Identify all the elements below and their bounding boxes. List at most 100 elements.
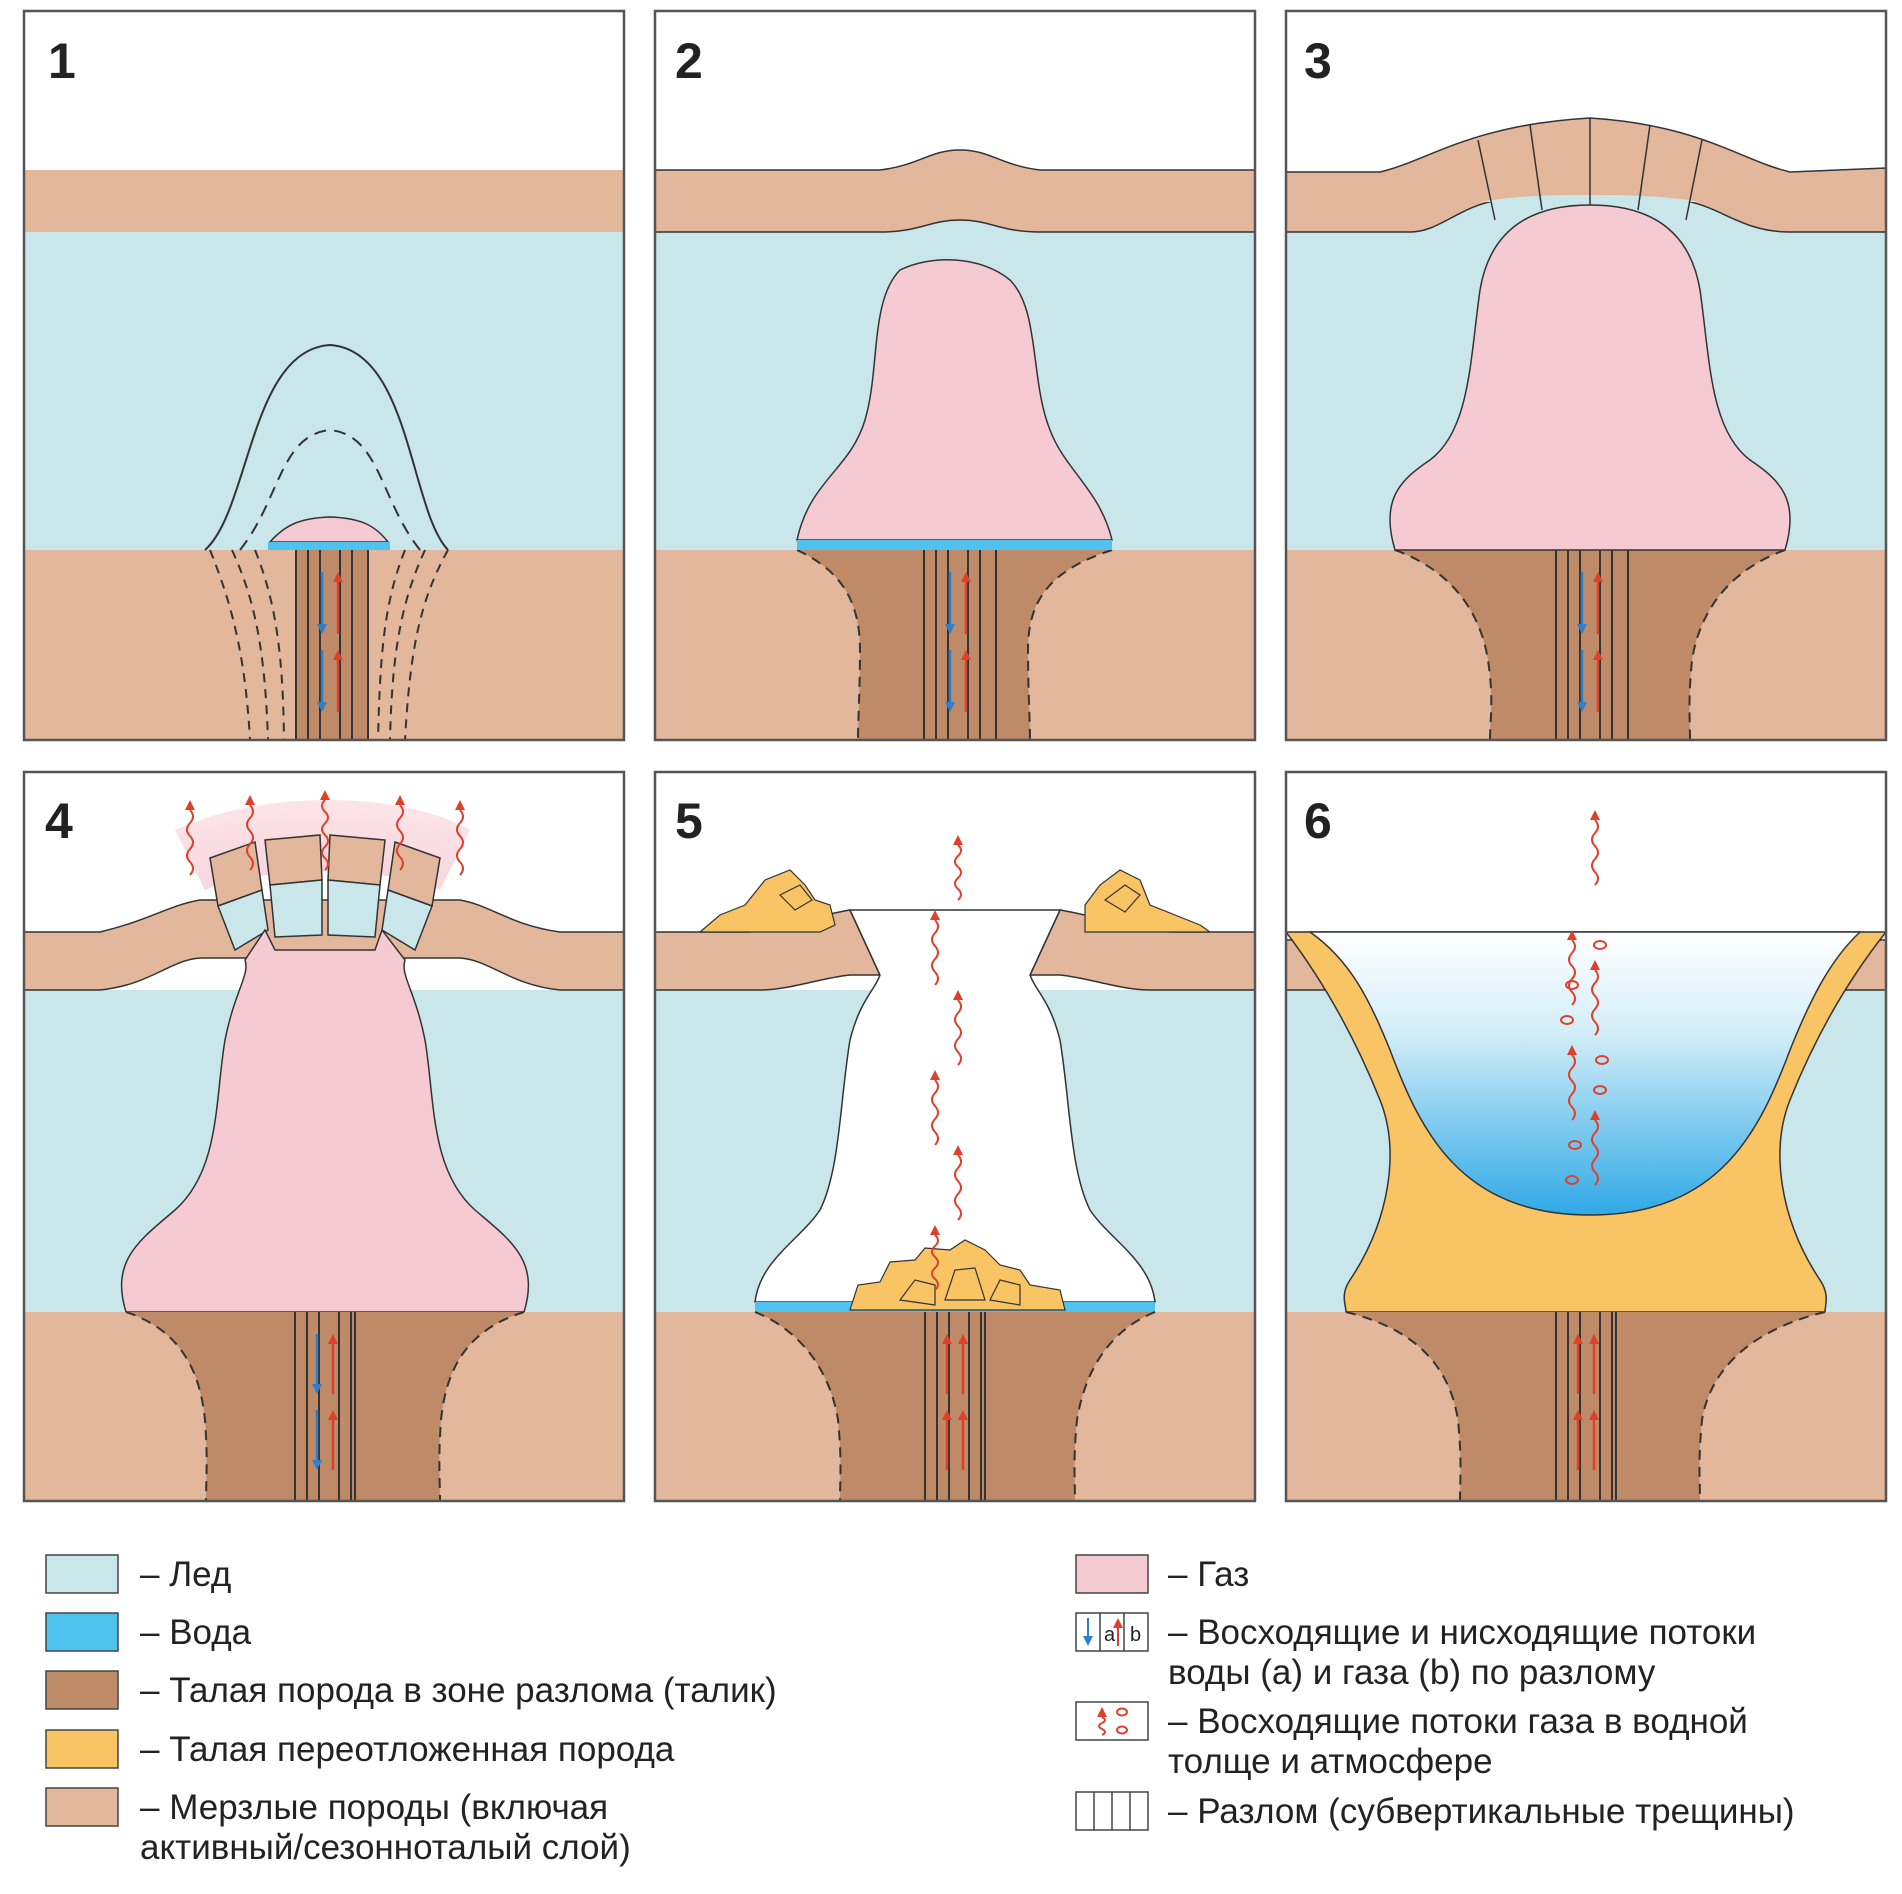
water-down-arrow-icon: [1083, 1618, 1093, 1646]
panel-number: 1: [48, 33, 76, 89]
talik-zone: [797, 550, 1112, 740]
talik-zone: [1395, 550, 1785, 740]
wavy-gas-arrow: [931, 919, 939, 986]
frozen-layer-top: [24, 170, 624, 232]
flow-label-a: a: [1104, 1624, 1116, 1646]
talik-growth-outlines: [209, 549, 449, 740]
gas-up-arrows: [1573, 1334, 1599, 1470]
frozen-layer-top: [1286, 117, 1886, 233]
panel-2: 2: [653, 9, 1257, 742]
talik-zone: [126, 1312, 524, 1501]
wavy-gas-arrow: [931, 1234, 939, 1291]
gas-bubble-icon: [1116, 1707, 1128, 1735]
panel-frame: [1284, 9, 1888, 742]
panel-number: 3: [1304, 33, 1332, 89]
fault-lines: [295, 550, 369, 740]
frozen-layer-top: [655, 149, 1255, 233]
gas-bubbles: [1560, 940, 1609, 1185]
panel-frame: [1284, 770, 1888, 1503]
legend: – Лед – Вода – Талая порода в зоне разло…: [45, 1554, 1795, 1867]
legend-swatch: [45, 1787, 119, 1827]
wavy-gas-arrow: [1568, 1054, 1576, 1121]
legend-swatch: [45, 1670, 119, 1710]
wavy-gas-arrow: [456, 809, 464, 876]
fault-lines: [924, 1312, 986, 1501]
frozen-layer-top: [24, 899, 624, 991]
legend-item-redeposited: – Талая переотложенная порода: [45, 1729, 675, 1769]
legend-label: активный/сезонноталый слой): [140, 1828, 631, 1867]
legend-item-gas-columns: – Восходящие потоки газа в водной толще …: [1075, 1701, 1748, 1781]
talik-zone: [755, 1312, 1155, 1501]
wavy-gas-arrow: [321, 799, 329, 871]
water-gas-flow-arrows: [945, 572, 971, 712]
gas-chamber: [796, 259, 1113, 541]
legend-item-ice: – Лед: [45, 1554, 231, 1594]
panel-frame: [22, 770, 626, 1503]
gas-escape-arrows: [185, 790, 465, 876]
wavy-gas-arrow: [396, 804, 404, 871]
panel-frame: [653, 770, 1257, 1503]
legend-label: – Мерзлые породы (включая: [140, 1788, 608, 1827]
wavy-gas-arrow: [1591, 819, 1599, 886]
panel-number: 4: [45, 793, 73, 849]
crater-void: [754, 909, 1156, 1303]
legend-label: – Лед: [140, 1555, 231, 1594]
gas-lens: [268, 516, 390, 543]
panel-5: 5: [653, 770, 1257, 1503]
gas-escape-arrows: [1567, 810, 1600, 1186]
panel-number: 5: [675, 793, 703, 849]
fault-lines: [294, 1312, 356, 1501]
wavy-gas-arrow: [1568, 939, 1576, 1006]
ice-layer: [24, 232, 624, 550]
water-gas-flow-arrows: [312, 1334, 338, 1470]
legend-swatch: [45, 1612, 119, 1652]
gas-escape-arrows: [930, 835, 963, 1291]
panel-frame: [653, 9, 1257, 742]
legend-label: – Разлом (субвертикальные трещины): [1168, 1792, 1795, 1831]
legend-item-fault: – Разлом (субвертикальные трещины): [1075, 1791, 1795, 1831]
panel-number: 2: [675, 33, 703, 89]
panel-4: 4: [22, 770, 626, 1503]
panel-number: 6: [1304, 793, 1332, 849]
legend-label: – Талая переотложенная порода: [140, 1730, 675, 1769]
legend-label: – Газ: [1168, 1555, 1249, 1594]
wavy-gas-arrow: [954, 844, 962, 901]
gas-chamber: [1389, 204, 1791, 551]
legend-item-frozen: – Мерзлые породы (включая активный/сезон…: [45, 1787, 631, 1867]
panel-frame: [22, 9, 626, 742]
talik-column: [296, 550, 368, 740]
legend-swatch: [45, 1729, 119, 1769]
wavy-gas-arrow: [1591, 969, 1599, 1036]
gas-wave-arrow-icon: [1097, 1707, 1107, 1736]
legend-swatch: [45, 1554, 119, 1594]
gas-chamber: [120, 928, 530, 1313]
legend-label: – Восходящие и нисходящие потоки: [1168, 1613, 1756, 1652]
rock-debris-pile: [849, 1239, 1066, 1311]
legend-swatch: [1075, 1701, 1149, 1741]
water-gas-flow-arrows: [317, 572, 343, 712]
wavy-gas-arrow: [1098, 1716, 1106, 1736]
wavy-gas-arrow: [246, 804, 254, 871]
fault-cracks: [1477, 118, 1703, 221]
legend-item-fault-flows: a b – Восходящие и нисходящие потоки вод…: [1075, 1612, 1756, 1692]
rock-debris-left: [698, 869, 836, 933]
wavy-gas-arrow: [931, 1079, 939, 1146]
wavy-gas-arrow: [954, 1154, 962, 1221]
talik-zone: [1346, 1312, 1825, 1501]
rock-debris-right: [1084, 869, 1212, 933]
water-gas-flow-arrows: [1577, 572, 1603, 712]
legend-item-gas: – Газ: [1075, 1554, 1249, 1594]
legend-label: – Вода: [140, 1613, 252, 1652]
wavy-gas-arrow: [186, 809, 194, 876]
flow-label-b: b: [1130, 1624, 1141, 1646]
panel-3: 3: [1284, 9, 1888, 742]
legend-label: – Талая порода в зоне разлома (талик): [140, 1671, 777, 1710]
legend-swatch: [1075, 1554, 1149, 1594]
wavy-gas-arrow: [954, 999, 962, 1066]
gas-up-arrow-icon: [1113, 1618, 1123, 1646]
water-film: [797, 540, 1112, 550]
legend-label: воды (a) и газа (b) по разлому: [1168, 1653, 1656, 1692]
panel-1: 1: [22, 9, 626, 742]
legend-item-talik: – Талая порода в зоне разлома (талик): [45, 1670, 777, 1710]
